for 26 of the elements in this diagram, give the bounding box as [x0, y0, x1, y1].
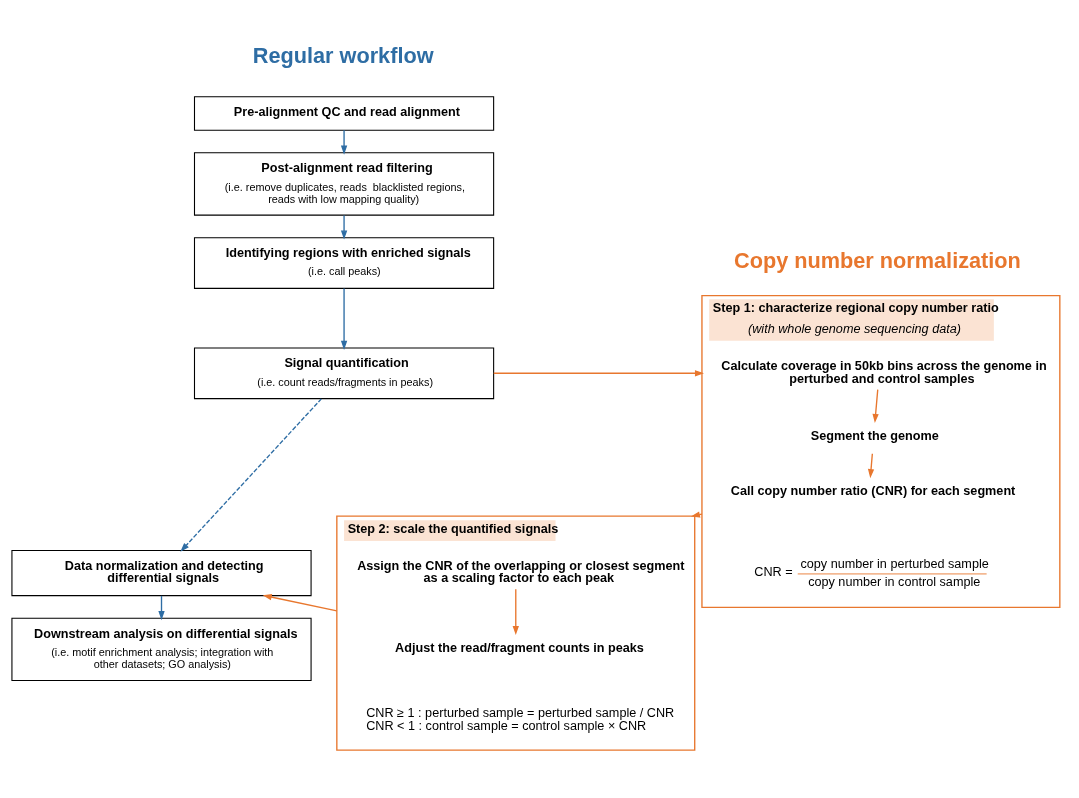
arrow	[493, 369, 704, 376]
label: Regular workflow	[252, 42, 434, 68]
node-box: Data normalization and detecting differential signals	[11, 549, 312, 596]
node-text: Calculate coverage in 50kb bins across the genome in perturbed and control samples	[721, 358, 1047, 386]
arrow	[512, 588, 519, 635]
node-box: Post-alignment read filtering (i.e. remove duplicates, reads blacklisted regions, reads with low mapping quality)	[193, 151, 495, 216]
arrow	[180, 397, 322, 552]
node-box: Downstream analysis on differential signals (i.e. motif enrichment analysis; integration with other datasets; GO analysis)	[11, 617, 312, 681]
arrow	[867, 452, 875, 478]
node-box: Pre-alignment QC and read alignment	[193, 95, 495, 131]
node-box: Signal quantification (i.e. count reads/fragments in peaks)	[193, 346, 495, 399]
label: Copy number normalization	[734, 247, 1021, 273]
arrow	[262, 593, 338, 611]
arrow	[340, 214, 348, 240]
node-text: Assign the CNR of the overlapping or closest segment as a scaling factor to each peak	[357, 558, 685, 585]
label: CNR ≥ 1 : perturbed sample = perturbed sample / CNR	[366, 705, 675, 720]
label: copy number in perturbed sample	[800, 556, 989, 571]
arrow	[872, 388, 879, 423]
node-text: Call copy number ratio (CNR) for each segment	[730, 483, 1016, 498]
label: copy number in control sample	[808, 574, 981, 589]
arrow	[340, 129, 348, 155]
arrow	[340, 287, 348, 350]
node-text: Adjust the read/fragment counts in peaks	[395, 640, 644, 655]
label: CNR =	[754, 564, 793, 579]
node-box: Identifying regions with enriched signals (i.e. call peaks)	[193, 236, 495, 289]
node-text: Segment the genome	[810, 428, 939, 443]
